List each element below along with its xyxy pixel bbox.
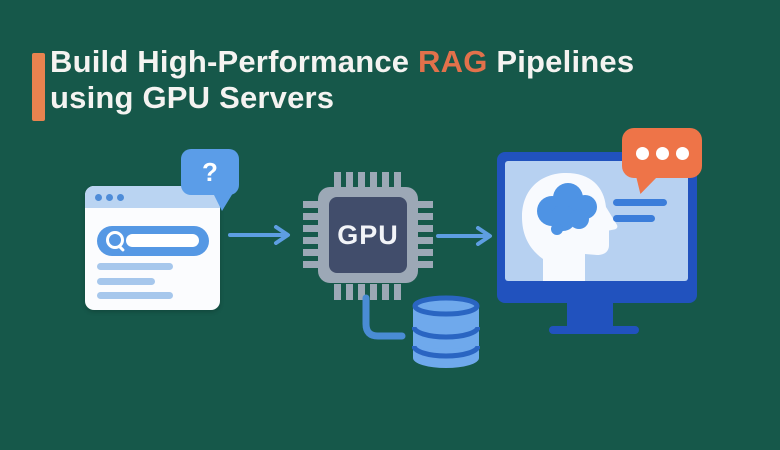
chat-dots-bubble-icon [622,128,702,178]
connector-gpu-to-database-icon [362,294,406,340]
page-title: Build High-Performance RAG Pipelines usin… [50,44,634,116]
question-mark: ? [202,156,218,187]
arrow-gpu-to-monitor-icon [436,226,492,246]
chat-dot-icon [655,146,669,160]
text-line [97,278,155,285]
database-cylinder-icon [412,295,480,368]
chip-pins-bottom [334,284,401,300]
title-line2: using GPU Servers [50,80,335,115]
chip-pins-right [417,201,433,268]
title-line1-pre: Build High-Performance [50,44,419,79]
titlebar-dot-icon [117,193,124,201]
question-bubble-icon: ? [181,149,239,195]
browser-search-window [85,186,220,310]
chip-pins-top [334,172,401,188]
chip-core: GPU [329,197,407,273]
ai-head-icon [522,173,618,281]
chat-dot-icon [635,146,649,160]
chip-pins-left [303,201,319,268]
monitor-icon [497,152,697,303]
monitor-stand [567,300,613,327]
gpu-label: GPU [337,219,399,250]
search-icon [106,231,124,249]
title-highlight-rag: RAG [418,44,488,79]
text-line [97,292,173,299]
gpu-chip-icon: GPU [303,172,433,300]
titlebar-dot-icon [95,193,102,201]
arrow-query-to-gpu-icon [228,225,290,245]
screen-text-line [613,199,667,206]
search-input-placeholder [126,234,199,247]
titlebar-dot-icon [106,193,113,201]
title-accent-bar [32,53,45,121]
screen-text-line [613,215,655,222]
chat-dot-icon [675,146,689,160]
text-line [97,263,173,270]
search-bar [97,226,209,256]
brain-icon [537,183,597,235]
monitor-base [549,326,639,334]
monitor-screen [505,161,688,281]
title-line1-post: Pipelines [487,44,635,79]
